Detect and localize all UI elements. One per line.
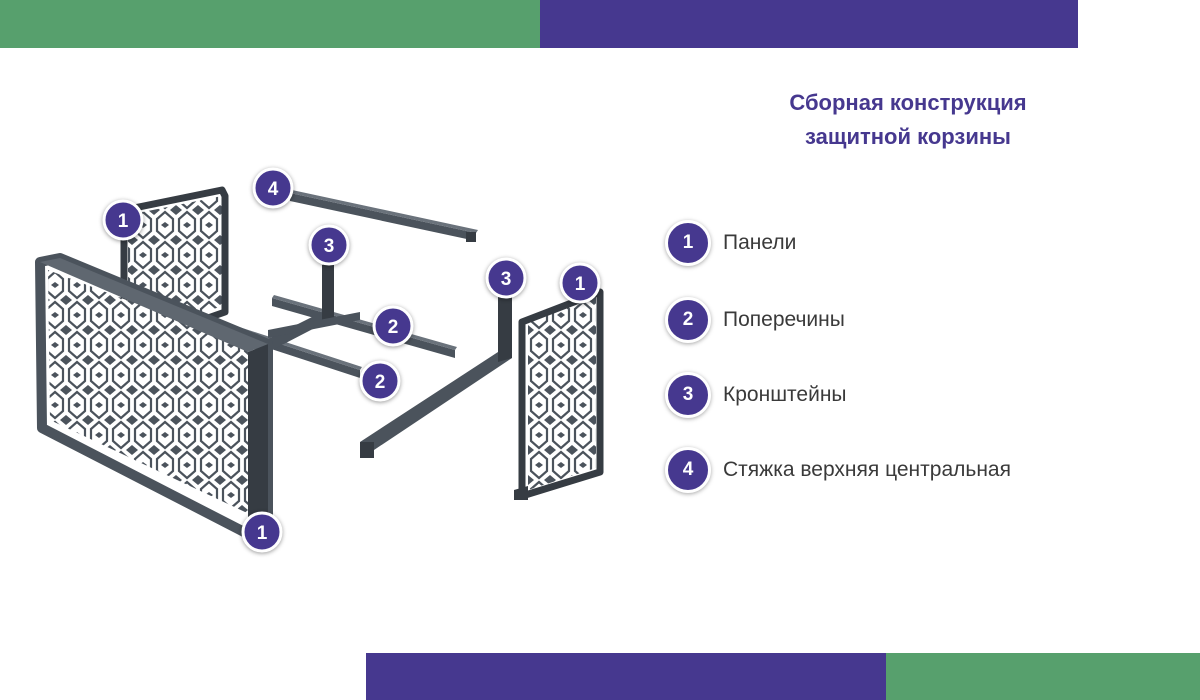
callout-badge: 2 — [372, 305, 414, 347]
callout-number: 2 — [375, 372, 386, 393]
legend-label: Панели — [723, 231, 797, 254]
legend-number-badge: 1 — [665, 220, 711, 266]
legend-label: Стяжка верхняя центральная — [723, 458, 1011, 481]
callout-badge: 1 — [559, 262, 601, 304]
legend-item-panels: 1 Панели — [665, 220, 796, 266]
callout-badge: 1 — [102, 199, 144, 241]
callout-badge: 4 — [252, 167, 294, 209]
bracket-right — [360, 292, 512, 458]
legend-item-crossbars: 2 Поперечины — [665, 297, 845, 343]
callout-badge: 3 — [308, 224, 350, 266]
exploded-basket-diagram: 1 1 1 2 2 3 3 4 — [35, 167, 604, 553]
legend-number-badge: 4 — [665, 447, 711, 493]
callout-number: 4 — [268, 179, 279, 200]
callout-number: 2 — [388, 317, 399, 338]
callout-badge: 3 — [485, 257, 527, 299]
legend-label: Поперечины — [723, 308, 845, 331]
panel-large-front — [35, 253, 273, 539]
panel-side-right — [514, 288, 604, 500]
top-green-band — [0, 0, 540, 48]
callout-number: 1 — [118, 211, 129, 232]
legend-item-brackets: 3 Кронштейны — [665, 372, 847, 418]
legend-number-badge: 2 — [665, 297, 711, 343]
legend-item-top-tie: 4 Стяжка верхняя центральная — [665, 447, 1011, 493]
callout-badge: 1 — [241, 511, 283, 553]
callout-number: 3 — [501, 269, 512, 290]
page-title: Сборная конструкция защитной корзины — [789, 90, 1027, 149]
callout-number: 3 — [324, 236, 335, 257]
callout-number: 1 — [257, 523, 268, 544]
callout-badge: 2 — [359, 360, 401, 402]
bottom-purple-band — [366, 653, 886, 700]
top-purple-band — [540, 0, 1078, 48]
top-center-tie — [290, 190, 478, 242]
callout-number: 1 — [575, 274, 586, 295]
bottom-green-band — [886, 653, 1200, 700]
legend-label: Кронштейны — [723, 383, 847, 406]
legend-number-badge: 3 — [665, 372, 711, 418]
